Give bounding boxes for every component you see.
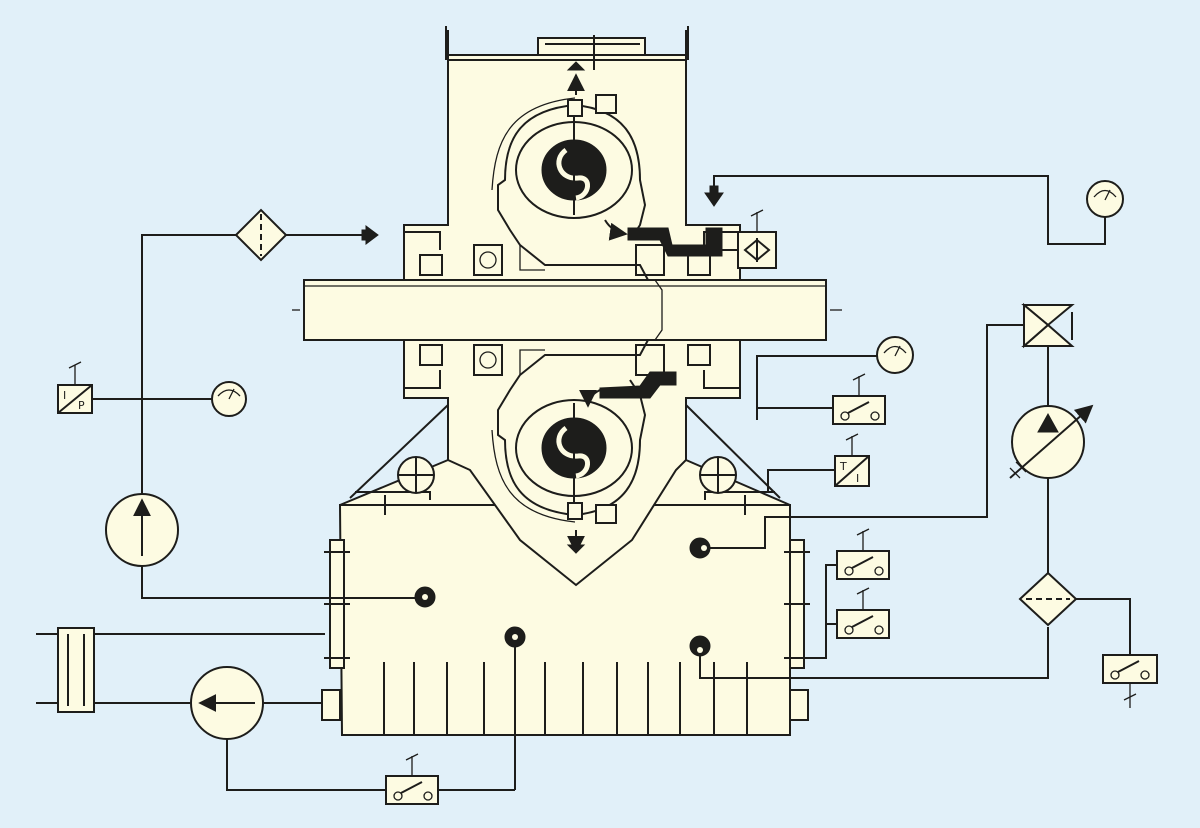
housing-ribs xyxy=(383,662,748,735)
bearings xyxy=(404,231,740,389)
top-cover xyxy=(537,37,646,56)
ip-converter-i-label: I xyxy=(63,389,66,402)
coupling-housing xyxy=(292,26,842,736)
cooler-circuit xyxy=(36,626,526,805)
main-shaft xyxy=(303,279,827,341)
scoop-tube-upper xyxy=(627,227,723,257)
runner-outline xyxy=(497,104,649,281)
temp-transmitter-t-label: T xyxy=(839,460,847,473)
right-instrumentation: T I xyxy=(689,175,1158,708)
temp-transmitter-i-label: I xyxy=(856,472,859,485)
oil-cooler xyxy=(57,627,95,713)
scoop-tube-lower xyxy=(599,371,677,399)
filter-diff-pressure-switch xyxy=(1102,654,1158,684)
oil-feed-circuit: I P xyxy=(57,208,436,608)
ip-converter-p-label: P xyxy=(78,399,85,412)
